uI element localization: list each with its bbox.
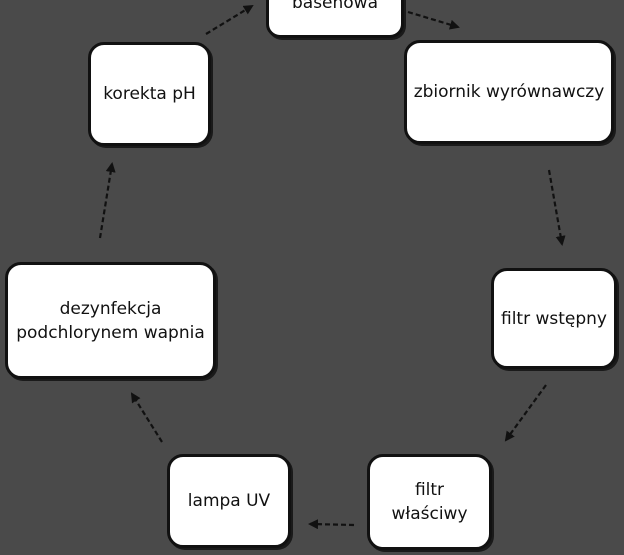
arrow-filtr-wstepny-to-filtr-wlasciwy	[504, 384, 547, 442]
node-dezynfekcja: dezynfekcja podchlorynem wapnia	[5, 262, 216, 379]
node-filtr-wstepny: filtr wstępny	[491, 268, 617, 369]
node-zbiornik-wyrownawczy: zbiornik wyrównawczy	[404, 40, 614, 144]
arrow-filtr-wlasciwy-to-lampa	[308, 519, 355, 530]
arrow-top-to-zbiornik	[407, 10, 460, 30]
node-lampa-uv: lampa UV	[167, 454, 291, 548]
arrow-dezynfekcja-to-korekta	[98, 162, 116, 239]
arrow-zbiornik-to-filtr-wstepny	[547, 169, 566, 246]
arrow-lampa-to-dezynfekcja	[130, 392, 163, 443]
node-korekta-ph: korekta pH	[88, 42, 211, 146]
node-basenowa: basenowa	[266, 0, 404, 38]
arrow-korekta-to-top	[205, 4, 254, 35]
node-filtr-wlasciwy: filtr właściwy	[367, 454, 492, 550]
